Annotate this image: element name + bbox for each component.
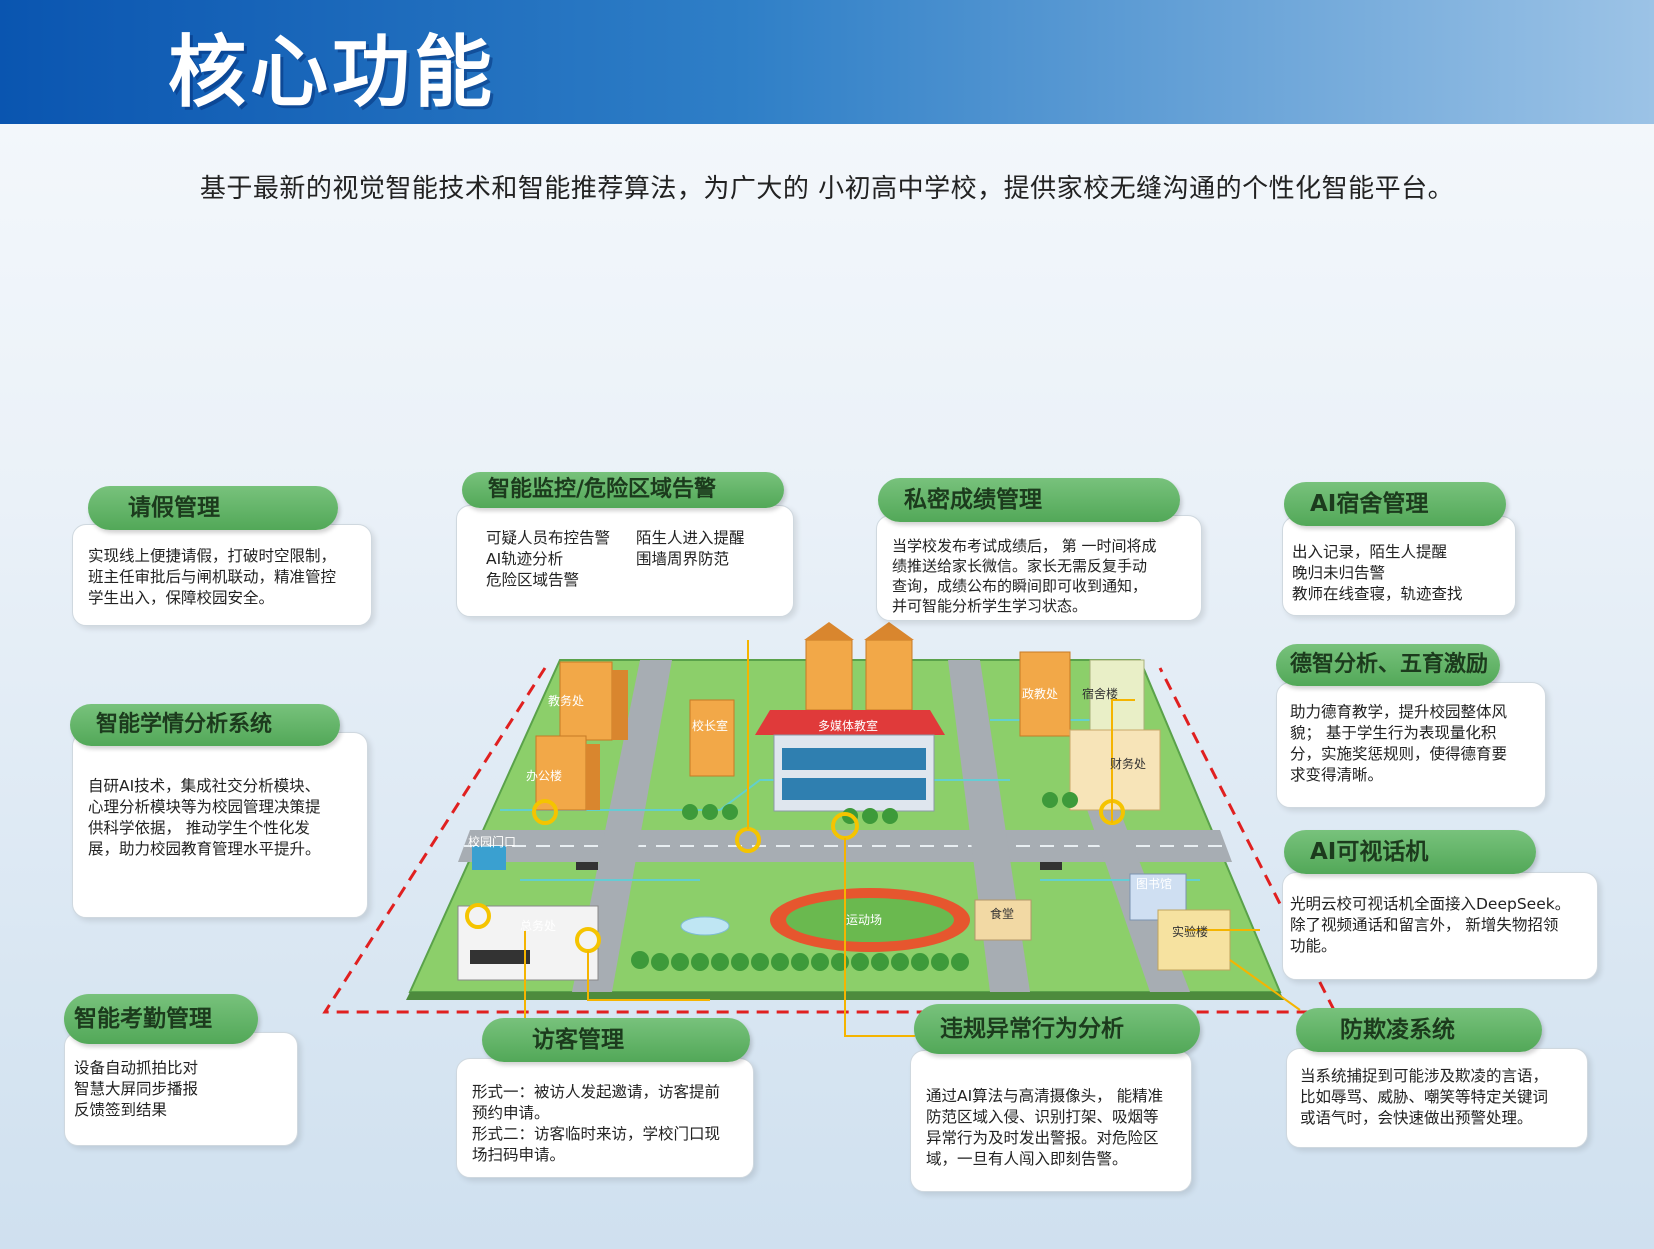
text-phone: 光明云校可视话机全面接入DeepSeek。除了视频通话和留言外， 新增失物招领功…: [1290, 895, 1571, 955]
text-visitor: 形式一：被访人发起邀请，访客提前预约申请。形式二：访客临时来访，学校门口现场扫码…: [472, 1083, 721, 1164]
label-office: 办公楼: [526, 768, 562, 783]
card-bully: [1286, 1048, 1588, 1148]
text-leave: 实现线上便捷请假，打破时空限制，班主任审批后与闸机联动，精准管控学生出入，保障校…: [88, 547, 337, 607]
label-finance: 财务处: [1110, 756, 1146, 771]
building-towers: [804, 622, 914, 711]
building-multimedia: [755, 710, 945, 812]
text-dorm: 出入记录，陌生人提醒晚归未归告警教师在线查寝，轨迹查找: [1292, 543, 1463, 603]
card-monitor: [456, 505, 794, 617]
text-behavior: 通过AI算法与高清摄像头， 能精准防范区域入侵、识别打架、吸烟等异常行为及时发出…: [926, 1087, 1164, 1168]
text-attendance: 设备自动抓拍比对智慧大屏同步播报反馈签到结果: [74, 1059, 199, 1119]
tab-monitor: 智能监控/危险区域告警: [462, 472, 784, 508]
traffic-light: [576, 862, 598, 870]
camera-ring: [1099, 799, 1125, 825]
camera-ring: [465, 903, 491, 929]
building-principal: [689, 699, 735, 777]
label-gate: 校园门口: [468, 834, 516, 849]
header-banner: 核心功能: [0, 0, 1654, 124]
building-dorm: [1089, 659, 1145, 741]
building-lab: [1157, 909, 1231, 971]
label-library: 图书馆: [1136, 876, 1172, 891]
page-title: 核心功能: [168, 28, 497, 118]
label-multimedia: 多媒体教室: [818, 718, 878, 733]
tab-attendance: 智能考勤管理: [64, 994, 258, 1044]
text-bully: 当系统捕捉到可能涉及欺凌的言语，比如辱骂、威胁、嘲笑等特定关键词或语气时，会快速…: [1300, 1067, 1549, 1127]
label-office-affairs: 教务处: [548, 693, 584, 708]
label-lab: 实验楼: [1172, 924, 1208, 939]
text-moral: 助力德育教学，提升校园整体风貌； 基于学生行为表现量化积分，实施奖惩规则，使得德…: [1290, 703, 1508, 784]
label-general: 总务处: [520, 918, 556, 933]
card-scores: [876, 515, 1202, 621]
road-main: [458, 830, 1232, 862]
camera-ring: [575, 927, 601, 953]
tab-leave: 请假管理: [88, 486, 338, 530]
label-principal: 校长室: [692, 718, 728, 733]
card-phone: [1282, 872, 1598, 980]
traffic-light: [1040, 862, 1062, 870]
tab-visitor: 访客管理: [482, 1018, 750, 1062]
alert-boundary: [322, 667, 1338, 1014]
card-visitor: [456, 1058, 754, 1178]
building-library: [1129, 873, 1187, 921]
tab-moral: 德智分析、五育激励: [1276, 644, 1500, 686]
text-analysis: 自研AI技术，集成社交分析模块、心理分析模块等为校园管理决策提供科学依据， 推动…: [88, 777, 321, 858]
label-dorm: 宿舍楼: [1082, 686, 1118, 701]
tab-analysis: 智能学情分析系统: [70, 704, 340, 746]
text-scores: 当学校发布考试成绩后， 第 一时间将成绩推送给家长微信。家长无需反复手动查询，成…: [892, 537, 1157, 615]
camera-ring: [735, 827, 761, 853]
building-canteen: [974, 899, 1032, 941]
building-politics: [1019, 651, 1071, 737]
fountain: [680, 916, 730, 936]
camera-ring: [831, 812, 859, 840]
building-finance: [1069, 729, 1161, 811]
tab-bully: 防欺凌系统: [1296, 1008, 1542, 1052]
text-monitor-col2: 陌生人进入提醒围墙周界防范: [636, 529, 745, 568]
tab-phone: AI可视话机: [1284, 830, 1536, 874]
campus-ground: [408, 659, 1282, 993]
card-dorm: [1282, 516, 1516, 616]
building-office-affairs: [559, 661, 628, 741]
camera-ring: [532, 799, 558, 825]
sports-field: [770, 888, 970, 952]
road-right: [948, 660, 1030, 992]
tab-scores: 私密成绩管理: [878, 478, 1180, 522]
tab-behavior: 违规异常行为分析: [914, 1004, 1200, 1054]
building-office: [535, 735, 600, 811]
building-general: [457, 905, 599, 981]
label-field: 运动场: [846, 913, 882, 927]
card-attendance: [64, 1032, 298, 1146]
card-analysis: [72, 732, 368, 918]
road-left: [572, 660, 672, 992]
building-gate: [472, 846, 506, 870]
label-canteen: 食堂: [990, 906, 1014, 921]
page-subtitle: 基于最新的视觉智能技术和智能推荐算法，为广大的 小初高中学校，提供家校无缝沟通的…: [199, 174, 1455, 204]
tab-dorm: AI宿舍管理: [1284, 482, 1506, 526]
label-politics: 政教处: [1022, 686, 1058, 701]
